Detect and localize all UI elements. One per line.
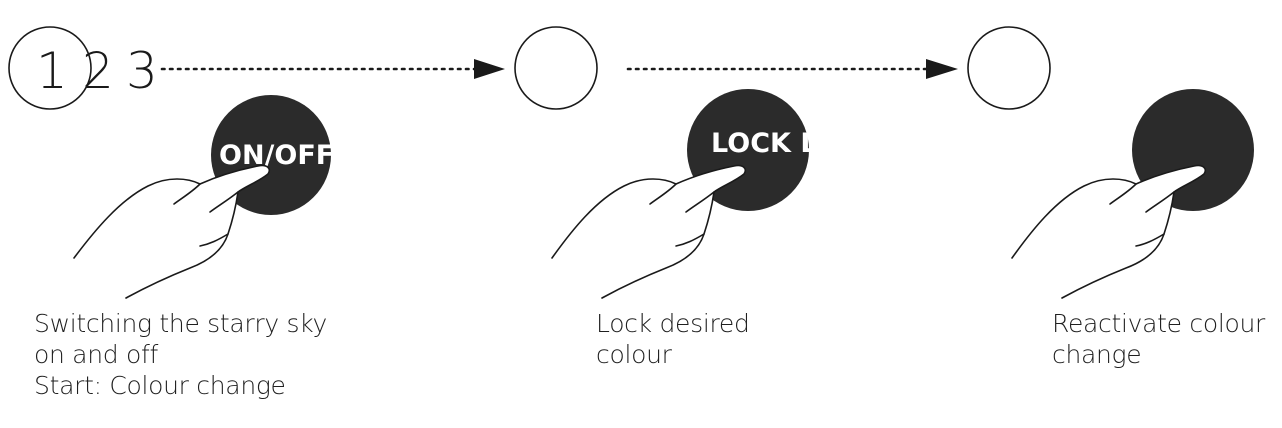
step-3-caption: Reactivate colour change — [1052, 308, 1265, 370]
step-3-circle — [967, 26, 1051, 110]
step-1-circle — [8, 26, 92, 110]
on-off-button-label: ON/OFF — [219, 140, 334, 171]
step-2-circle — [514, 26, 598, 110]
caption-line: Reactivate colour — [1052, 309, 1265, 338]
step-number-2: 2 — [82, 42, 114, 100]
caption-line: Start: Colour change — [34, 371, 286, 400]
step-number-1: 1 — [36, 42, 68, 100]
step-2-caption: Lock desired colour — [596, 308, 750, 370]
hand-pressing-icon-1 — [73, 164, 271, 299]
step-number-3: 3 — [126, 42, 158, 100]
lock-button-label: LOCK L — [711, 128, 818, 159]
caption-line: Lock desired — [596, 309, 750, 338]
dotted-arrow-1-to-2 — [160, 59, 505, 79]
caption-line: Switching the starry sky — [34, 309, 328, 338]
caption-line: colour — [596, 340, 672, 369]
hand-pressing-icon-3 — [1011, 164, 1207, 299]
step-1-caption: Switching the starry sky on and off Star… — [34, 308, 327, 401]
dotted-arrow-2-to-3 — [626, 59, 958, 79]
hand-pressing-icon-2 — [551, 164, 747, 299]
caption-line: on and off — [34, 340, 158, 369]
caption-line: change — [1052, 340, 1142, 369]
